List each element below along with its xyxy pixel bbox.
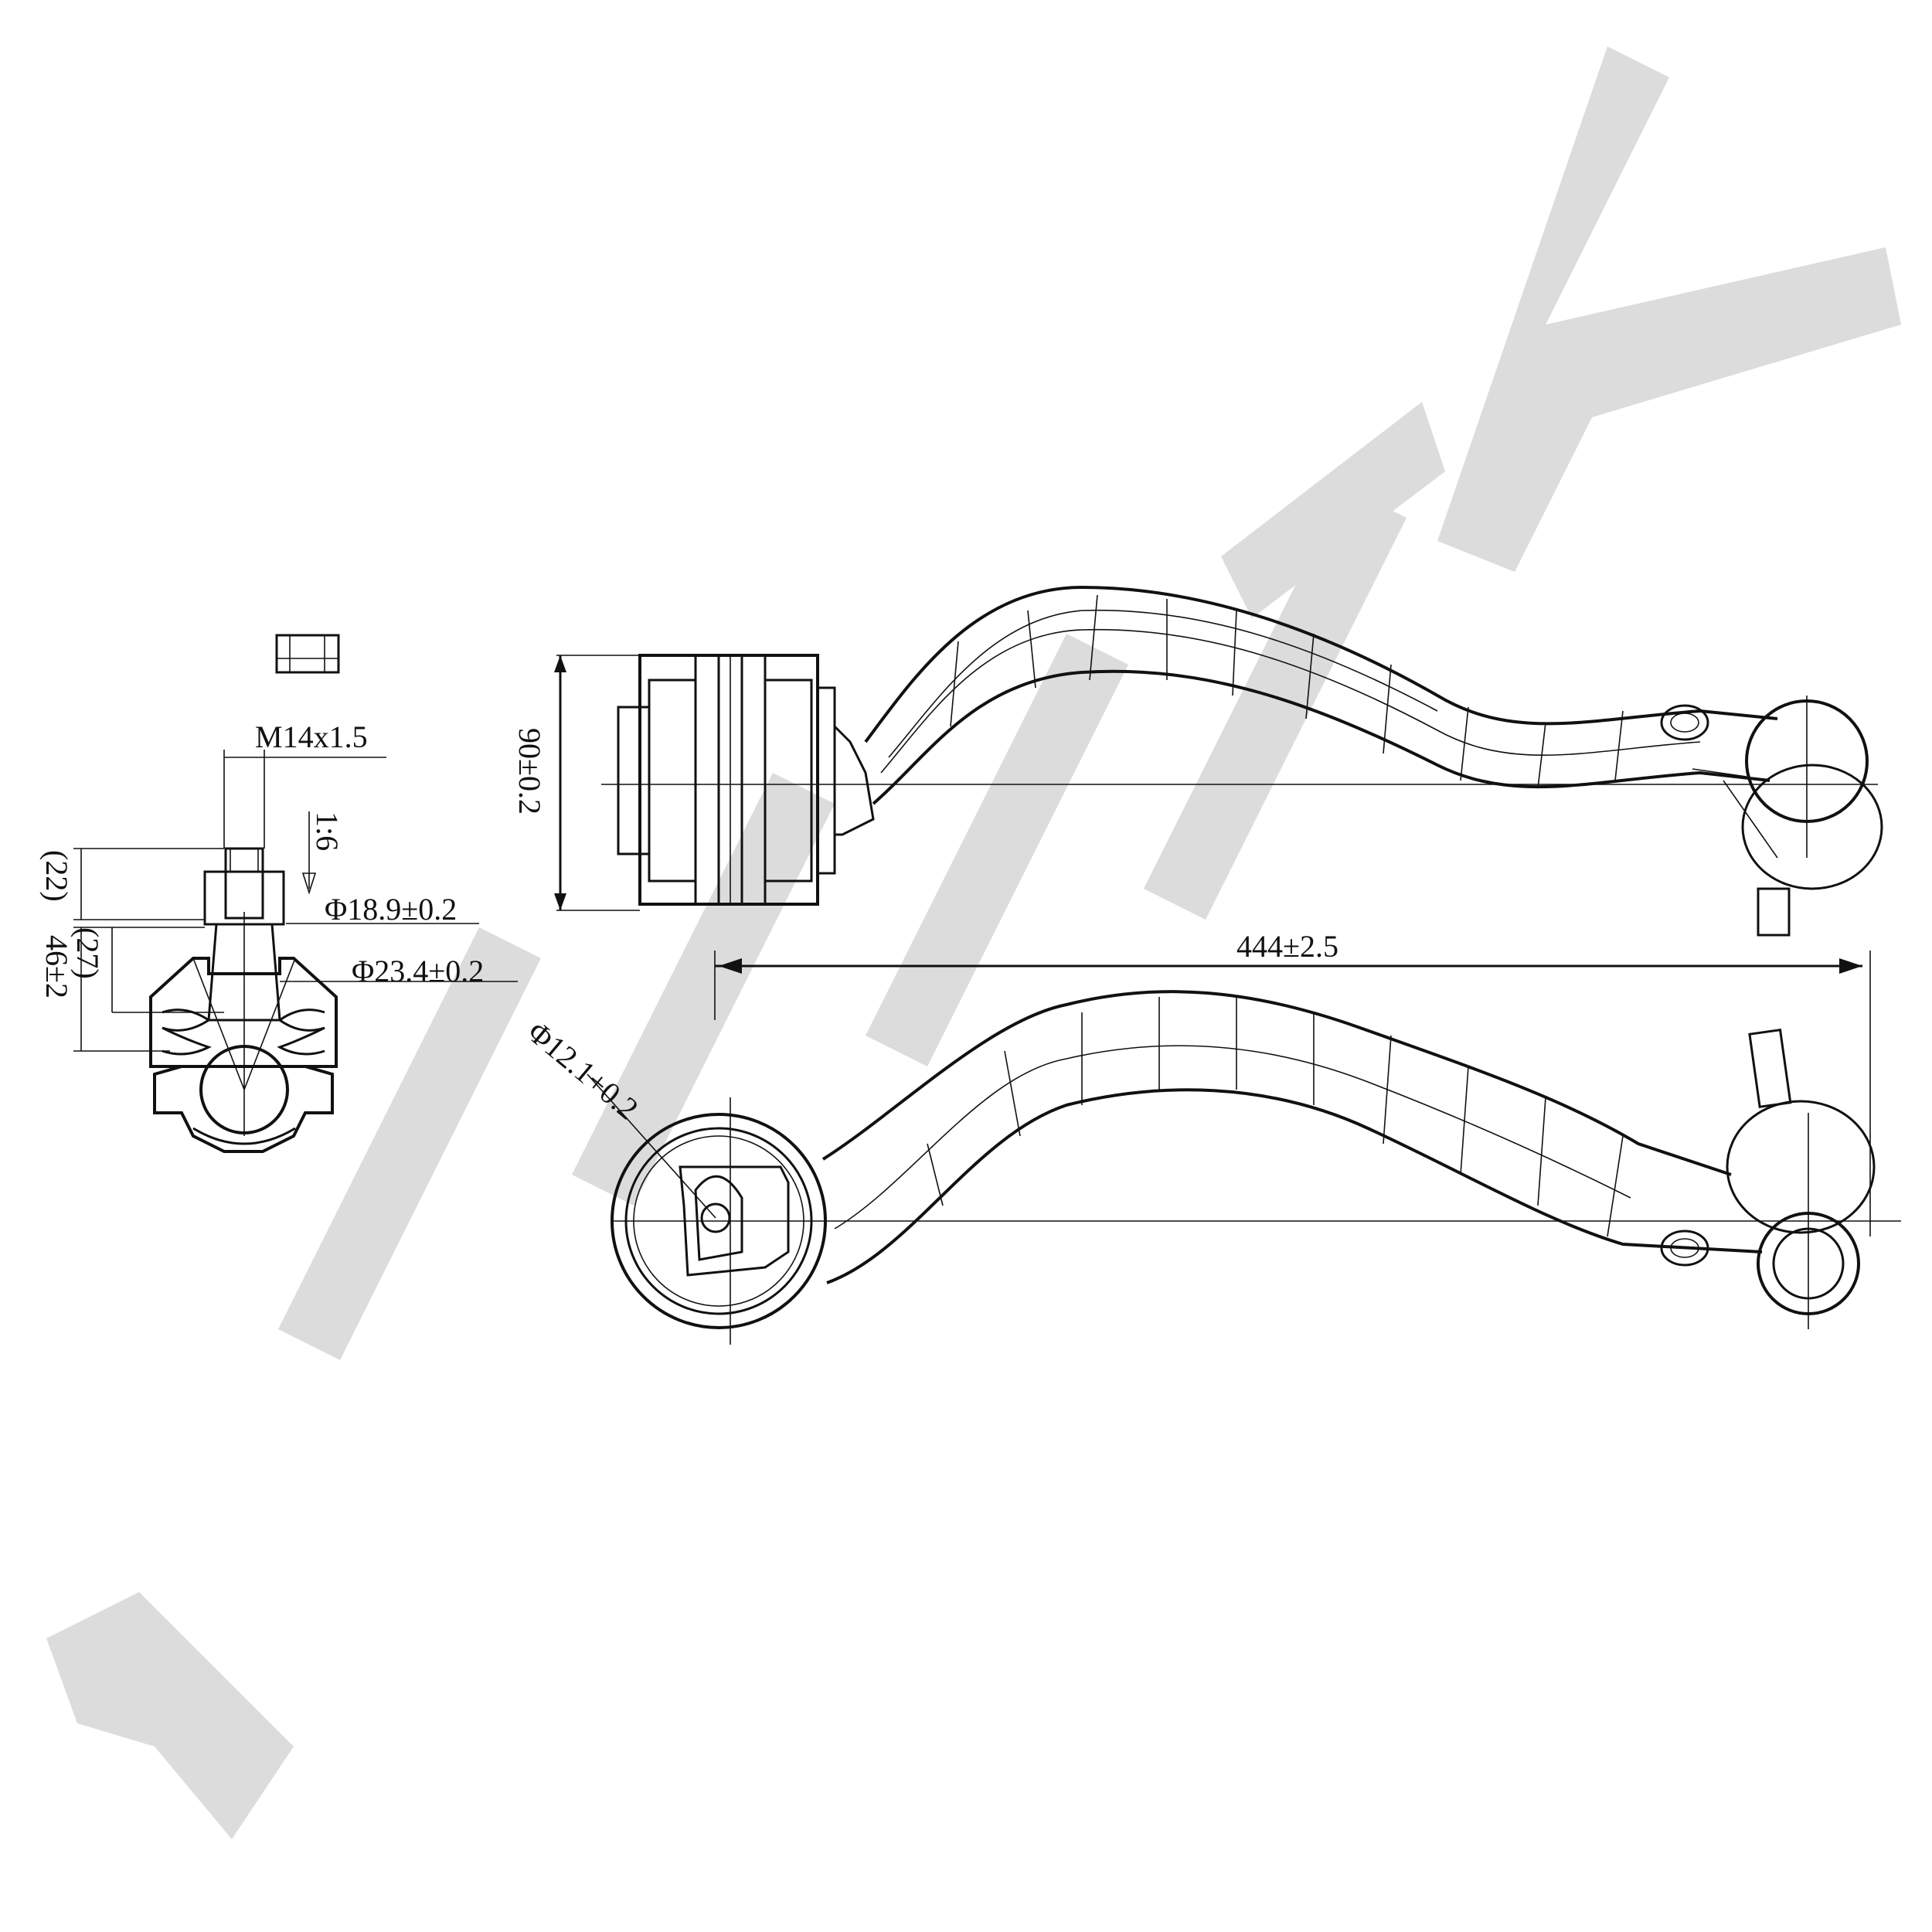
bushing-body xyxy=(638,654,819,906)
boot-fold-left xyxy=(162,1009,212,1056)
arm-section-lines xyxy=(950,594,1624,789)
arm-upper-edge-bottom xyxy=(821,990,1732,1176)
watermark-letter-e2 xyxy=(278,927,541,1360)
arm-side-view: 90±0.2 xyxy=(512,585,1883,937)
arm-lower-edge-bottom xyxy=(826,1088,1763,1284)
arm-lower-edge xyxy=(872,669,1770,805)
ball-end-boot xyxy=(1741,764,1883,890)
dim-taper: 1:6 xyxy=(310,811,345,851)
dim-leader-hole xyxy=(587,1073,716,1219)
watermark-logo xyxy=(46,46,1901,1839)
nut-icon xyxy=(275,634,340,674)
ball-end-boot-bottom xyxy=(1726,1100,1876,1234)
length-dimension: 444±2.5 xyxy=(714,929,1871,1236)
stud-thread xyxy=(224,847,264,920)
dim-height-46: 46±2 xyxy=(39,935,74,998)
arm-top-view: Φ12.1+0.2 xyxy=(521,990,1901,1345)
watermark-letter-k xyxy=(1437,46,1901,572)
watermark-letter-n2 xyxy=(572,773,835,1206)
ball-end-stud-bottom xyxy=(1748,1028,1792,1108)
watermark-letter-e-spine xyxy=(1144,487,1406,920)
dim-thread: M14x1.5 xyxy=(255,719,368,754)
arm-section-lines-bottom xyxy=(927,997,1624,1237)
watermark-letter-z xyxy=(46,1592,294,1839)
dim-dia-23-4: Φ23.4±0.2 xyxy=(352,954,484,988)
dim-bushing-90: 90±0.2 xyxy=(512,728,547,815)
watermark-letter-e-bar xyxy=(1221,402,1445,618)
stud-thread-hatch xyxy=(230,848,259,872)
bushing-hole xyxy=(700,1202,731,1233)
bushing-insert xyxy=(679,1165,790,1277)
boot-fold-right xyxy=(277,1009,325,1056)
dim-height-27: (27) xyxy=(70,927,105,979)
ball-end-stud xyxy=(1757,887,1791,937)
housing-base xyxy=(192,1127,296,1145)
dim-length-444: 444±2.5 xyxy=(1236,929,1338,964)
dim-dia-18-9: Φ18.9±0.2 xyxy=(325,892,457,927)
ball-joint-section: M14x1.5 1:6 (22) (27) 46±2 Φ18.9±0.2 Φ23… xyxy=(39,634,518,1153)
dim-height-22: (22) xyxy=(39,850,74,902)
arm-upper-edge xyxy=(864,585,1778,743)
watermark-letter-n1 xyxy=(866,634,1128,1066)
ball-housing xyxy=(153,1065,334,1153)
